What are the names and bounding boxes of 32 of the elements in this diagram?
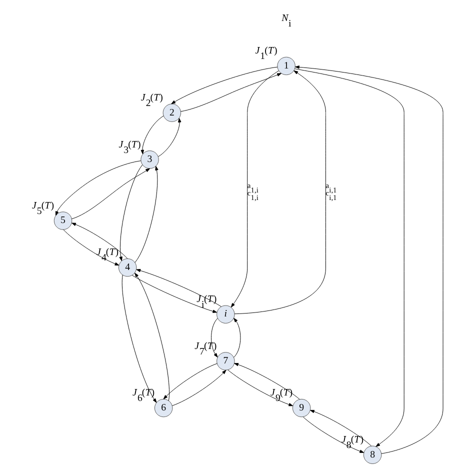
node-circle: 4	[118, 258, 136, 277]
node-circle: 7	[216, 352, 234, 370]
arrow	[171, 370, 226, 406]
arrow	[234, 70, 326, 314]
node-circle: 8	[362, 446, 382, 464]
arrow	[118, 164, 142, 262]
arrow	[309, 410, 372, 446]
arrow	[136, 269, 221, 307]
arrow	[302, 416, 364, 453]
arrow	[170, 66, 278, 104]
arrow	[158, 118, 181, 157]
arrow	[233, 318, 240, 358]
arrow	[210, 318, 218, 358]
arrow	[294, 66, 443, 454]
arrow	[140, 116, 164, 154]
arrow	[62, 229, 119, 266]
arrow	[234, 363, 300, 400]
arrow	[180, 73, 282, 112]
arrow	[294, 68, 404, 447]
node-circle: 6	[154, 398, 172, 418]
arrow	[54, 160, 141, 216]
arrow	[227, 370, 293, 406]
arrow	[71, 168, 150, 220]
arrow	[134, 272, 170, 401]
arrow	[131, 274, 217, 313]
arrow	[230, 70, 279, 308]
arrow	[71, 222, 128, 259]
arrow	[134, 166, 158, 263]
arrow	[121, 274, 156, 403]
node-circle: 9	[292, 398, 310, 418]
arrow	[162, 363, 217, 400]
node-circle: i	[216, 305, 234, 324]
